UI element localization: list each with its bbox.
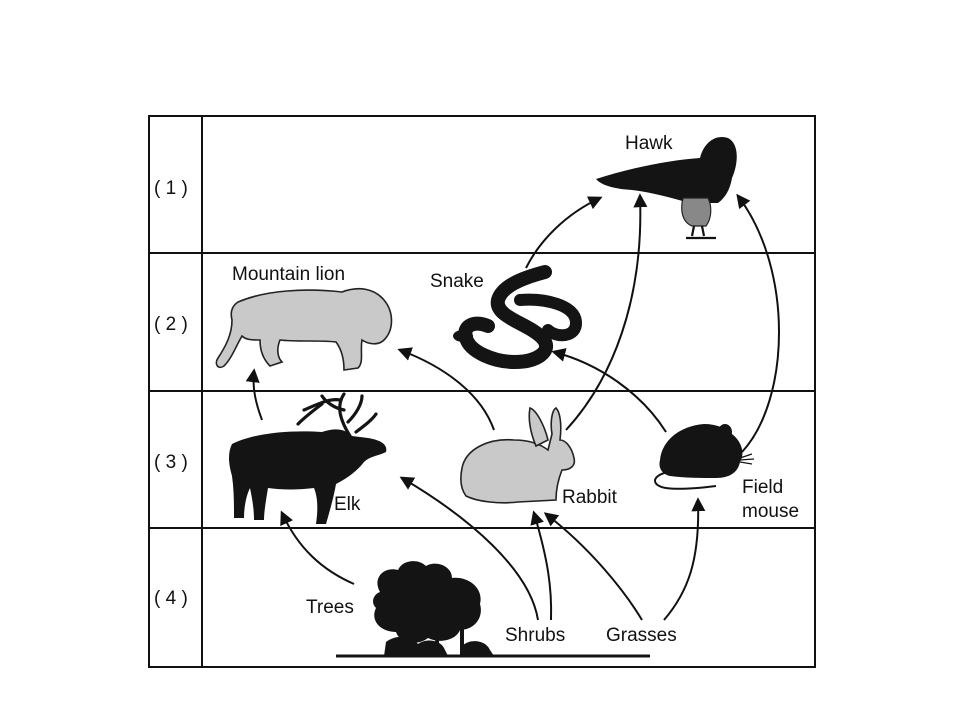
field-mouse-label-line1: Field [742,477,783,498]
arrow-shrubs-to-elk [399,476,539,621]
rabbit-icon [460,406,576,504]
arrow-grasses-to-mouse [663,497,706,621]
trees-icon [336,561,650,658]
field-mouse-label-line2: mouse [742,501,799,522]
snake-icon [453,265,582,370]
arrow-snake-to-hawk [525,196,603,269]
arrow-grasses-to-rabbit [543,512,643,621]
hawk-label: Hawk [625,133,673,154]
level-4-label: ( 4 ) [154,588,188,609]
level-1-label: ( 1 ) [154,178,188,199]
trees-label: Trees [306,597,354,618]
snake-label: Snake [430,271,484,292]
arrow-mouse-to-hawk [736,193,780,453]
level-2-label: ( 2 ) [154,314,188,335]
arrow-rabbit-to-hawk [565,193,648,431]
mountain-lion-icon [215,287,393,371]
mountain-lion-label: Mountain lion [232,264,345,285]
shrubs-label: Shrubs [505,625,565,646]
arrow-mouse-to-snake [551,348,667,433]
feeding-arrows [245,193,780,621]
grasses-label: Grasses [606,625,677,646]
field-mouse-icon [654,424,755,490]
rabbit-label: Rabbit [562,487,618,508]
hawk-icon [596,136,737,240]
elk-icon [229,392,387,524]
level-grid [148,115,816,668]
arrow-rabbit-to-mountain-lion [397,347,495,431]
elk-label: Elk [334,494,361,515]
level-3-label: ( 3 ) [154,452,188,473]
arrow-shrubs-to-rabbit [530,510,553,621]
arrow-trees-to-elk [280,510,355,585]
arrow-elk-to-mountain-lion [245,368,263,421]
